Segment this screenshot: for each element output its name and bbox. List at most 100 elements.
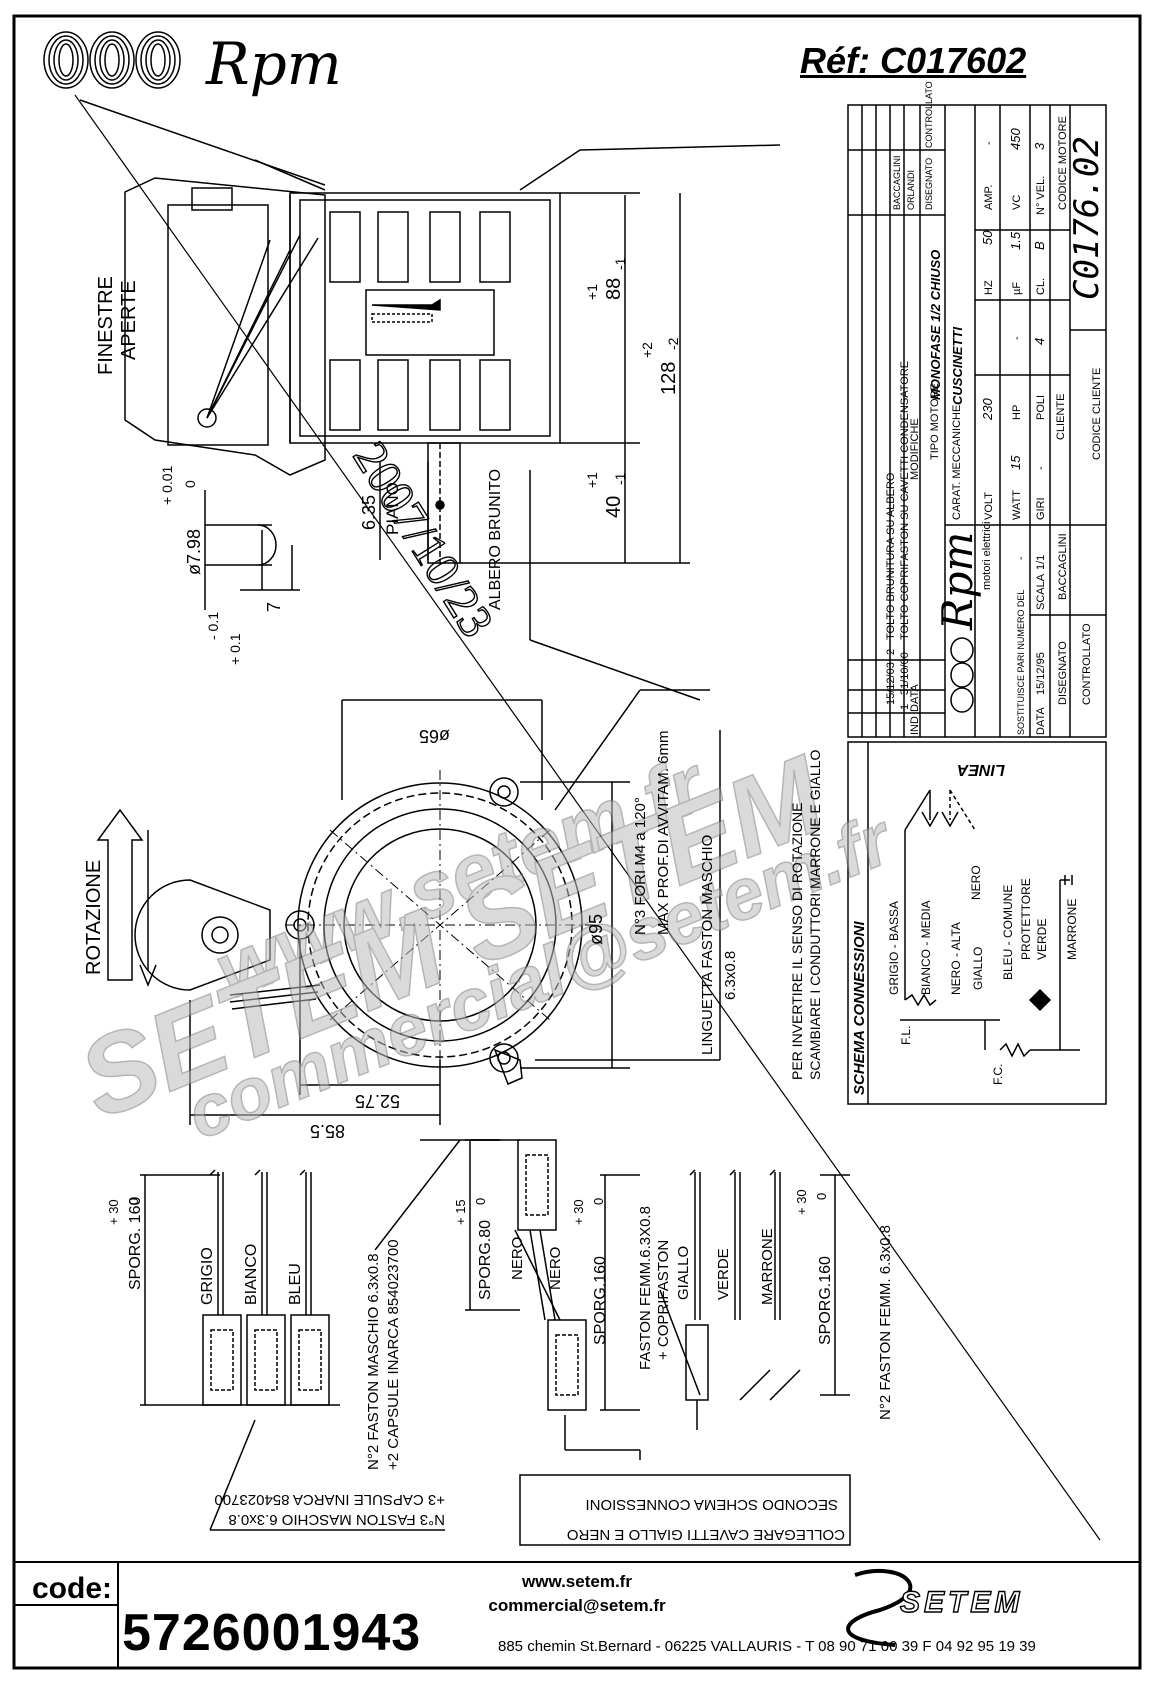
svg-text:DATA: DATA xyxy=(909,684,921,712)
watermark: www.setem.fr SETEM SETEM commercial@sete… xyxy=(62,731,906,1155)
svg-text:3: 3 xyxy=(1032,142,1047,150)
titleblock-brand: Rpm xyxy=(933,532,982,631)
svg-text:F.L.: F.L. xyxy=(899,1026,913,1045)
schema-title: SCHEMA CONNESSIONI xyxy=(851,921,868,1095)
email-link[interactable]: commercial@setem.fr xyxy=(488,1596,666,1615)
code-value: 5726001943 xyxy=(122,1604,422,1662)
svg-text:MARRONE: MARRONE xyxy=(1065,899,1079,960)
motor-front-view xyxy=(96,689,721,1125)
svg-text:+ COPRIFASTON: + COPRIFASTON xyxy=(655,1240,672,1360)
svg-text:7: 7 xyxy=(264,602,284,612)
rotation-label: ROTAZIONE xyxy=(83,860,105,975)
svg-text:0: 0 xyxy=(182,480,198,488)
fem-note: FASTON FEMM.6.3X0.8 xyxy=(637,1206,654,1370)
svg-text:450: 450 xyxy=(1008,128,1023,150)
svg-text:AMP.: AMP. xyxy=(983,185,995,210)
svg-text:-2: -2 xyxy=(665,337,681,350)
svg-text:MODIFICHE: MODIFICHE xyxy=(909,418,921,480)
setem-logo-icon xyxy=(846,1569,913,1647)
svg-text:IND: IND xyxy=(909,716,921,735)
svg-text:SPORG.160: SPORG.160 xyxy=(592,1256,609,1345)
svg-text:50: 50 xyxy=(980,230,995,245)
svg-text:NERO: NERO xyxy=(547,1247,564,1290)
svg-text:CONTROLLATO: CONTROLLATO xyxy=(1081,623,1093,705)
svg-text:SPORG.80: SPORG.80 xyxy=(477,1220,494,1300)
svg-text:motori elettrici: motori elettrici xyxy=(981,522,993,590)
svg-text:F.C.: F.C. xyxy=(991,1064,1005,1085)
svg-text:CODICE CLIENTE: CODICE CLIENTE xyxy=(1091,368,1103,460)
shaft-diameter: ø7.98 xyxy=(184,529,204,575)
svg-text:52.75: 52.75 xyxy=(355,1091,400,1111)
website-link[interactable]: www.setem.fr xyxy=(522,1572,632,1591)
brand-logo-text: Rpm xyxy=(206,30,342,98)
svg-text:BACCAGLINI: BACCAGLINI xyxy=(1057,533,1069,600)
svg-text:VERDE: VERDE xyxy=(1035,919,1049,960)
svg-text:-: - xyxy=(983,141,995,145)
svg-text:0: 0 xyxy=(473,1198,488,1205)
svg-text:1: 1 xyxy=(899,704,911,710)
svg-text:CONTROLLATO: CONTROLLATO xyxy=(924,81,934,148)
svg-text:B: B xyxy=(1032,241,1047,250)
svg-text:230: 230 xyxy=(980,398,995,421)
motor-side-view xyxy=(79,99,781,701)
svg-text:CARAT. MECCANICHE: CARAT. MECCANICHE xyxy=(951,405,963,520)
faston2-note: N°2 FASTON MASCHIO 6.3x0.8 xyxy=(365,1253,382,1470)
dim-88: 88 xyxy=(603,278,625,300)
svg-text:POLI: POLI xyxy=(1035,395,1047,420)
svg-text:85.5: 85.5 xyxy=(310,1121,345,1141)
svg-text:0: 0 xyxy=(814,1193,829,1200)
setem-logo: SETEM xyxy=(899,1585,1024,1619)
title-block xyxy=(847,104,1107,738)
motor-code: C0176.02 xyxy=(1067,136,1107,300)
svg-text:CUSCINETTI: CUSCINETTI xyxy=(950,327,965,405)
svg-text:SPORG. 160: SPORG. 160 xyxy=(127,1197,144,1290)
svg-text:HP: HP xyxy=(1011,405,1023,420)
svg-text:SOSTITUISCE PARI NUMERO DEL: SOSTITUISCE PARI NUMERO DEL xyxy=(1016,590,1026,735)
svg-text:+ 15: + 15 xyxy=(453,1199,468,1225)
svg-text:TOLTO COPRIFASTON SU CAVETTI C: TOLTO COPRIFASTON SU CAVETTI CONDENSATOR… xyxy=(899,361,911,640)
company-address: 885 chemin St.Bernard - 06225 VALLAURIS … xyxy=(498,1638,1036,1655)
svg-text:+ 30: + 30 xyxy=(794,1189,809,1215)
svg-text:CLIENTE: CLIENTE xyxy=(1055,394,1067,440)
svg-text:6.35: 6.35 xyxy=(359,495,379,530)
svg-text:VC: VC xyxy=(1011,195,1023,210)
svg-text:SPORG.160: SPORG.160 xyxy=(817,1256,834,1345)
svg-text:SCALA: SCALA xyxy=(1035,573,1047,610)
svg-text:HZ: HZ xyxy=(983,280,995,295)
svg-text:NERO: NERO xyxy=(509,1237,526,1280)
dim-40: 40 xyxy=(603,496,625,518)
svg-text:MARRONE: MARRONE xyxy=(759,1228,776,1305)
reference-number: Réf: C017602 xyxy=(800,40,1027,81)
svg-text:ORLANDI: ORLANDI xyxy=(906,170,916,210)
svg-text:-1: -1 xyxy=(612,472,628,485)
svg-text:GIRI: GIRI xyxy=(1035,497,1047,520)
svg-text:+ 0.1: + 0.1 xyxy=(227,633,243,665)
svg-text:6.3x0.8: 6.3x0.8 xyxy=(722,951,739,1000)
svg-text:-: - xyxy=(1035,466,1047,470)
svg-text:NERO - ALTA: NERO - ALTA xyxy=(949,922,963,995)
svg-text:+1: +1 xyxy=(584,472,600,488)
svg-text:MONOFASE 1/2 CHIUSO: MONOFASE 1/2 CHIUSO xyxy=(928,250,943,400)
handwritten-date: 2007/10/23 xyxy=(343,433,504,647)
svg-text:31/10/00: 31/10/00 xyxy=(899,652,911,695)
dia-95: ø95 xyxy=(586,914,606,945)
linguetta-label: LINGUETTA FASTON MASCHIO xyxy=(699,835,716,1055)
svg-text:+ 0.01: + 0.01 xyxy=(159,465,175,505)
faston3-note: N°3 FASTON MASCHIO 6.3x0.8 xyxy=(228,1511,445,1528)
linea-label: LINEA xyxy=(957,761,1005,778)
connection-schema xyxy=(847,741,1107,1105)
svg-text:GRIGIO: GRIGIO xyxy=(199,1247,216,1305)
svg-text:+ 30: + 30 xyxy=(106,1199,121,1225)
code-label: code: xyxy=(32,1572,113,1605)
collegare-note: COLLEGARE CAVETTI GIALLO E NERO xyxy=(567,1526,845,1543)
svg-text:DISEGNATO: DISEGNATO xyxy=(924,158,934,210)
svg-text:0: 0 xyxy=(591,1198,606,1205)
svg-text:VOLT: VOLT xyxy=(983,492,995,520)
svg-text:MAX PROF.DI AVVITAM. 6mm: MAX PROF.DI AVVITAM. 6mm xyxy=(655,731,672,935)
svg-text:+ 30: + 30 xyxy=(571,1199,586,1225)
rpm-logo-icon xyxy=(43,31,181,89)
svg-text:DATA: DATA xyxy=(1035,707,1047,735)
svg-text:+3 CAPSULE INARCA 854023700: +3 CAPSULE INARCA 854023700 xyxy=(214,1491,445,1508)
svg-text:SECONDO SCHEMA CONNESSIONI: SECONDO SCHEMA CONNESSIONI xyxy=(585,1496,838,1513)
svg-text:+2: +2 xyxy=(639,342,655,358)
